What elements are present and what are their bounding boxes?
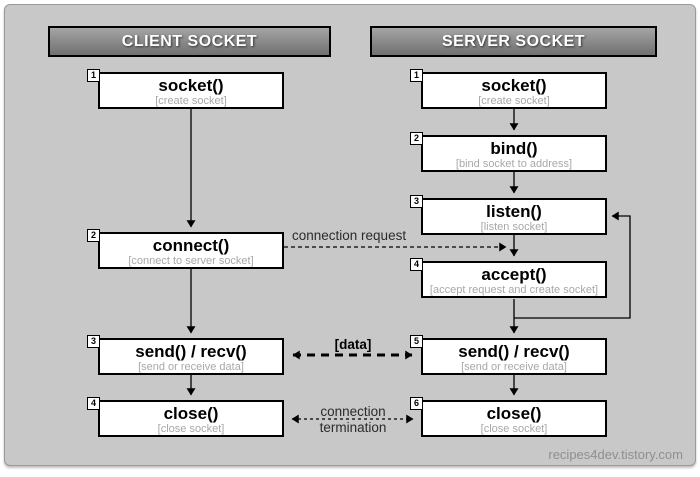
client-step-send-recv: 3 send() / recv() [send or receive data]	[87, 335, 284, 375]
function-desc: [connect to server socket]	[128, 255, 254, 267]
function-name: send() / recv()	[458, 342, 570, 361]
server-step-listen: 3 listen() [listen socket]	[410, 195, 607, 235]
function-name: close()	[163, 404, 219, 423]
connection-request-label: connection request	[292, 228, 407, 243]
function-name: bind()	[490, 139, 538, 158]
step-number: 4	[410, 258, 423, 271]
function-desc: [accept request and create socket]	[429, 284, 599, 296]
server-step-bind: 2 bind() [bind socket to address]	[410, 132, 607, 172]
function-desc: [bind socket to address]	[455, 158, 573, 170]
function-desc: [send or receive data]	[138, 361, 244, 373]
function-name: send() / recv()	[135, 342, 247, 361]
function-desc: [create socket]	[478, 95, 550, 107]
function-name: close()	[486, 404, 542, 423]
step-number: 1	[410, 69, 423, 82]
step-number: 5	[410, 335, 423, 348]
watermark: recipes4dev.tistory.com	[548, 447, 683, 462]
function-desc: [send or receive data]	[461, 361, 567, 373]
step-number: 3	[410, 195, 423, 208]
server-socket-header: SERVER SOCKET	[370, 26, 657, 57]
step-number: 6	[410, 397, 423, 410]
function-desc: [close socket]	[157, 423, 225, 435]
function-name: connect()	[152, 236, 230, 255]
server-step-accept: 4 accept() [accept request and create so…	[410, 258, 607, 298]
client-step-close: 4 close() [close socket]	[87, 397, 284, 437]
step-number: 2	[87, 229, 100, 242]
function-name: socket()	[481, 76, 547, 95]
server-step-close: 6 close() [close socket]	[410, 397, 607, 437]
function-name: socket()	[158, 76, 224, 95]
step-number: 2	[410, 132, 423, 145]
client-step-connect: 2 connect() [connect to server socket]	[87, 229, 284, 269]
data-label: [data]	[334, 337, 372, 352]
function-name: accept()	[481, 265, 547, 284]
step-number: 3	[87, 335, 100, 348]
client-step-socket: 1 socket() [create socket]	[87, 69, 284, 109]
server-step-socket: 1 socket() [create socket]	[410, 69, 607, 109]
arrow-accept-loop-to-listen	[514, 211, 631, 319]
step-number: 4	[87, 397, 100, 410]
connection-termination-label-line2: termination	[319, 420, 387, 435]
client-socket-header: CLIENT SOCKET	[48, 26, 331, 57]
connection-termination-label-line1: connection	[320, 404, 386, 419]
function-desc: [close socket]	[480, 423, 548, 435]
function-desc: [create socket]	[155, 95, 227, 107]
server-step-send-recv: 5 send() / recv() [send or receive data]	[410, 335, 607, 375]
function-name: listen()	[486, 202, 542, 221]
step-number: 1	[87, 69, 100, 82]
function-desc: [listen socket]	[480, 221, 548, 233]
